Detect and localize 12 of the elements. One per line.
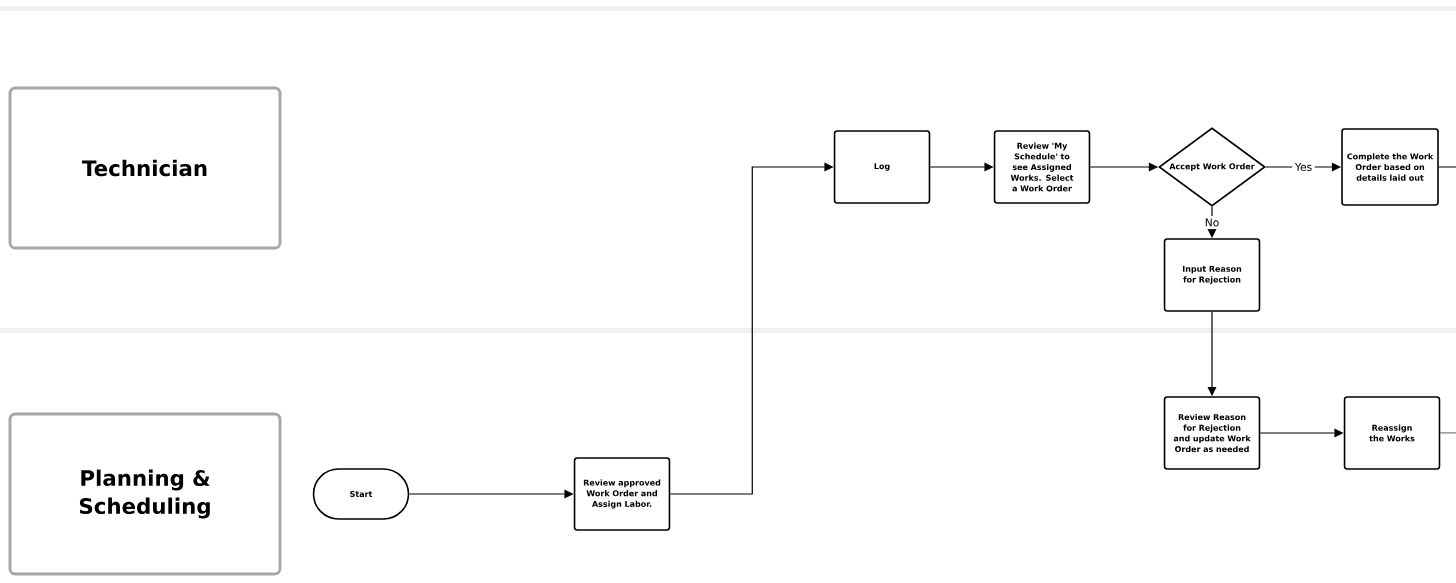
start-terminal: Start <box>312 468 410 520</box>
process-box: Review Reason for Rejection and update Work Order as needed <box>1163 396 1261 470</box>
process-box: Review approved Work Order and Assign Labor. <box>573 457 671 531</box>
process-box: Review 'My Schedule' to see Assigned Works. Select a Work Order <box>993 130 1091 204</box>
process-box: Complete the Work Order based on details laid out <box>1341 128 1439 206</box>
process-box: Log <box>833 130 931 204</box>
process-box: Reassign the Works <box>1343 396 1441 470</box>
process-box: Input Reason for Rejection <box>1163 238 1261 312</box>
edge-label: No <box>1202 215 1222 230</box>
edge-label: Yes <box>1292 160 1315 174</box>
lane-label-box: Technician <box>8 86 282 250</box>
lane-label-box: Planning & Scheduling <box>8 412 282 576</box>
